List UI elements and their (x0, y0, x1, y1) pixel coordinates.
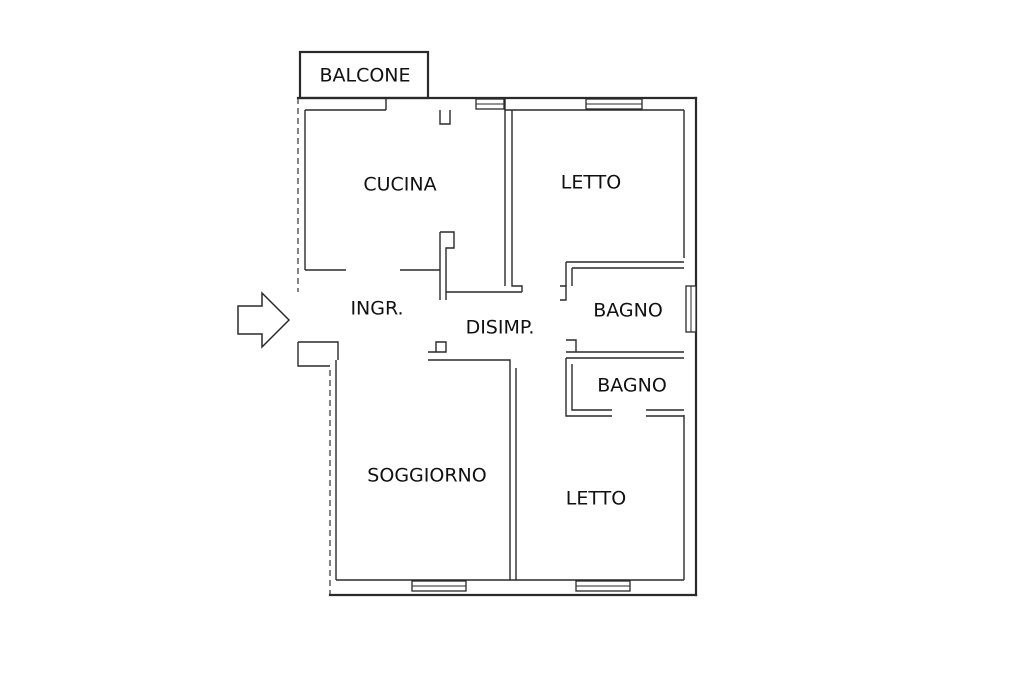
windows (411, 98, 697, 592)
entrance-arrow-icon (237, 291, 291, 349)
room-label-ingresso: INGR. (350, 298, 403, 320)
interior-walls (305, 110, 684, 580)
room-label-letto-bottom: LETTO (566, 488, 626, 510)
room-label-letto-top: LETTO (561, 172, 621, 194)
room-label-bagno-1: BAGNO (593, 300, 663, 322)
room-label-balcone: BALCONE (319, 65, 410, 87)
room-label-cucina: CUCINA (363, 174, 436, 196)
room-label-disimpegno: DISIMP. (466, 317, 535, 339)
room-label-soggiorno: SOGGIORNO (367, 465, 486, 487)
room-label-bagno-2: BAGNO (597, 375, 667, 397)
outer-walls (296, 96, 698, 597)
